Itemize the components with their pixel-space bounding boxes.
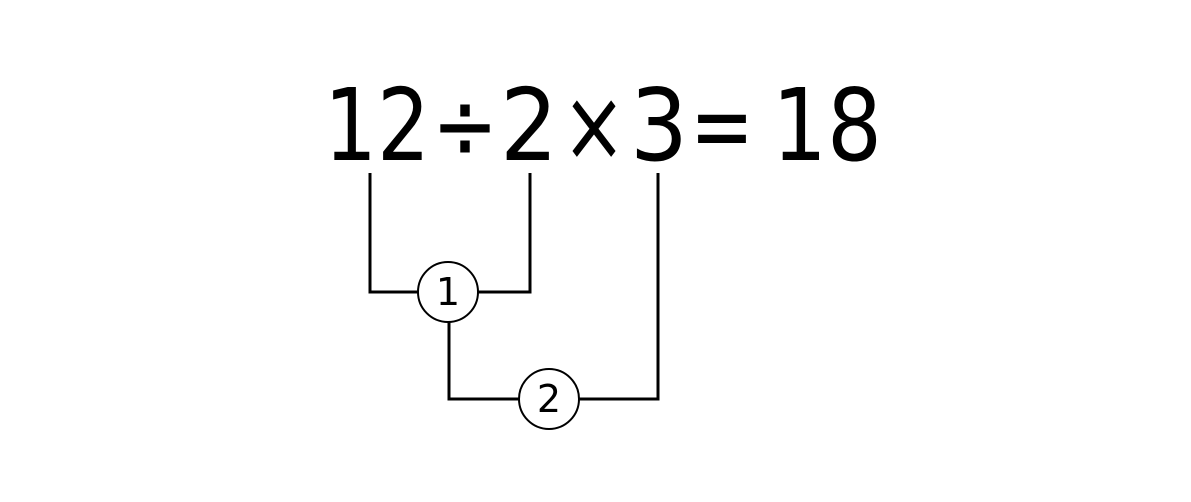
multiply-sign: × bbox=[562, 67, 626, 184]
step-2-label: 2 bbox=[537, 377, 561, 421]
step-1-circle bbox=[417, 261, 479, 323]
equation: 12 ÷ 2 × 3 = 18 bbox=[324, 67, 882, 184]
result-18: 18 bbox=[772, 67, 882, 184]
step-1-label: 1 bbox=[436, 270, 460, 314]
step-2-circle bbox=[518, 368, 580, 430]
step-2-bracket bbox=[447, 173, 660, 401]
step-2-bracket-line bbox=[447, 173, 660, 401]
operand-12: 12 bbox=[324, 67, 430, 184]
equals-sign: = bbox=[690, 67, 754, 184]
step-1-marker: 1 bbox=[417, 261, 479, 323]
divide-sign: ÷ bbox=[432, 67, 498, 184]
operand-2: 2 bbox=[500, 67, 558, 184]
step-2-marker: 2 bbox=[518, 368, 580, 430]
operand-3: 3 bbox=[630, 67, 688, 184]
